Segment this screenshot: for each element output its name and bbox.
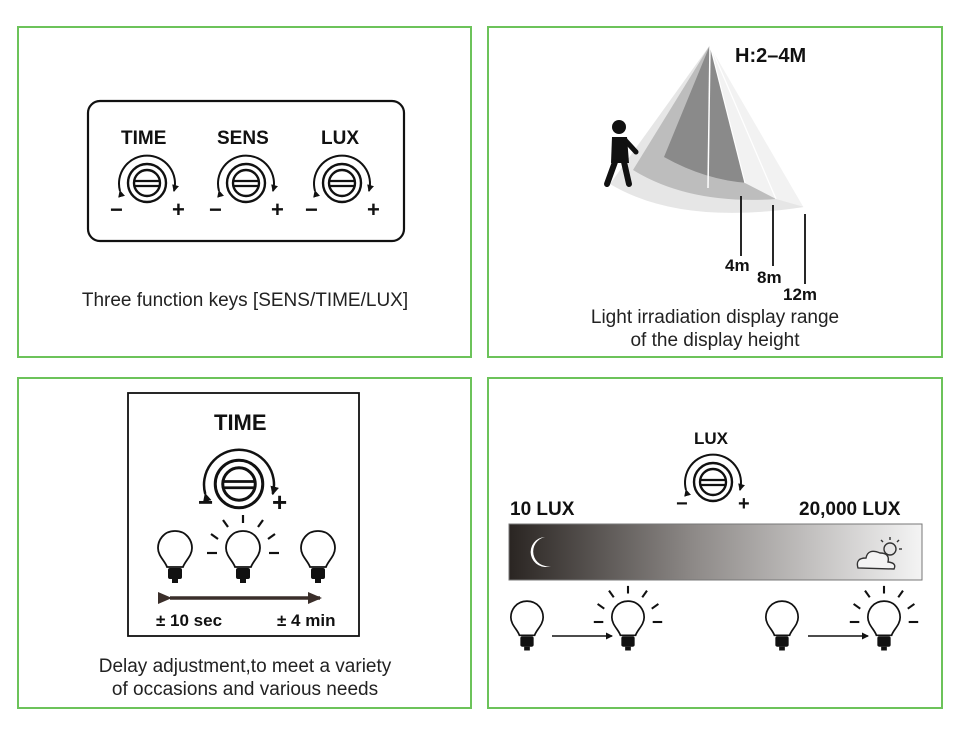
lux-minus-label: − (305, 197, 318, 222)
lux-gradient-bar (508, 523, 923, 581)
range-8m-label: 8m (757, 268, 782, 287)
time-large-plus: + (272, 487, 288, 517)
sens-minus-label: − (209, 197, 222, 222)
delay-caption-line1: Delay adjustment,to meet a variety (98, 656, 392, 677)
lux-small-minus: − (676, 493, 688, 515)
bulb-dark-on-icon (592, 584, 664, 652)
time-large-minus: − (198, 487, 214, 517)
person-icon (604, 120, 639, 187)
detection-cone-icon (610, 44, 806, 284)
bulb-dark-off-icon (509, 600, 545, 652)
bulb-bright-off-icon (764, 600, 800, 652)
range-4m-label: 4m (725, 256, 750, 275)
high-lux-label: 20,000 LUX (799, 499, 901, 520)
delay-caption-line2: of occasions and various needs (111, 679, 379, 700)
lux-knob-label: LUX (321, 128, 359, 149)
bulb-bright-on-icon (848, 584, 920, 652)
time-knob-label: TIME (121, 128, 167, 149)
lux-knob-small-icon (685, 455, 741, 501)
range-caption-line2: of the display height (630, 330, 800, 351)
lux-small-label: LUX (694, 429, 728, 448)
time-plus-label: + (172, 197, 185, 222)
sens-knob-label: SENS (217, 128, 269, 149)
time-large-label: TIME (214, 410, 267, 435)
range-12m-label: 12m (783, 285, 818, 304)
sun-cloud-icon (856, 537, 902, 570)
time-minus-label: − (110, 197, 123, 222)
lux-plus-label: + (367, 197, 380, 222)
max-delay-label: ± 4 min (277, 611, 336, 630)
lux-small-plus: + (738, 493, 750, 515)
function-keys-caption: Three function keys [SENS/TIME/LUX] (81, 290, 409, 311)
low-lux-label: 10 LUX (510, 499, 575, 520)
range-caption-line1: Light irradiation display range (590, 307, 840, 328)
sens-plus-label: + (271, 197, 284, 222)
height-label: H:2–4M (735, 45, 807, 67)
min-delay-label: ± 10 sec (156, 611, 223, 630)
